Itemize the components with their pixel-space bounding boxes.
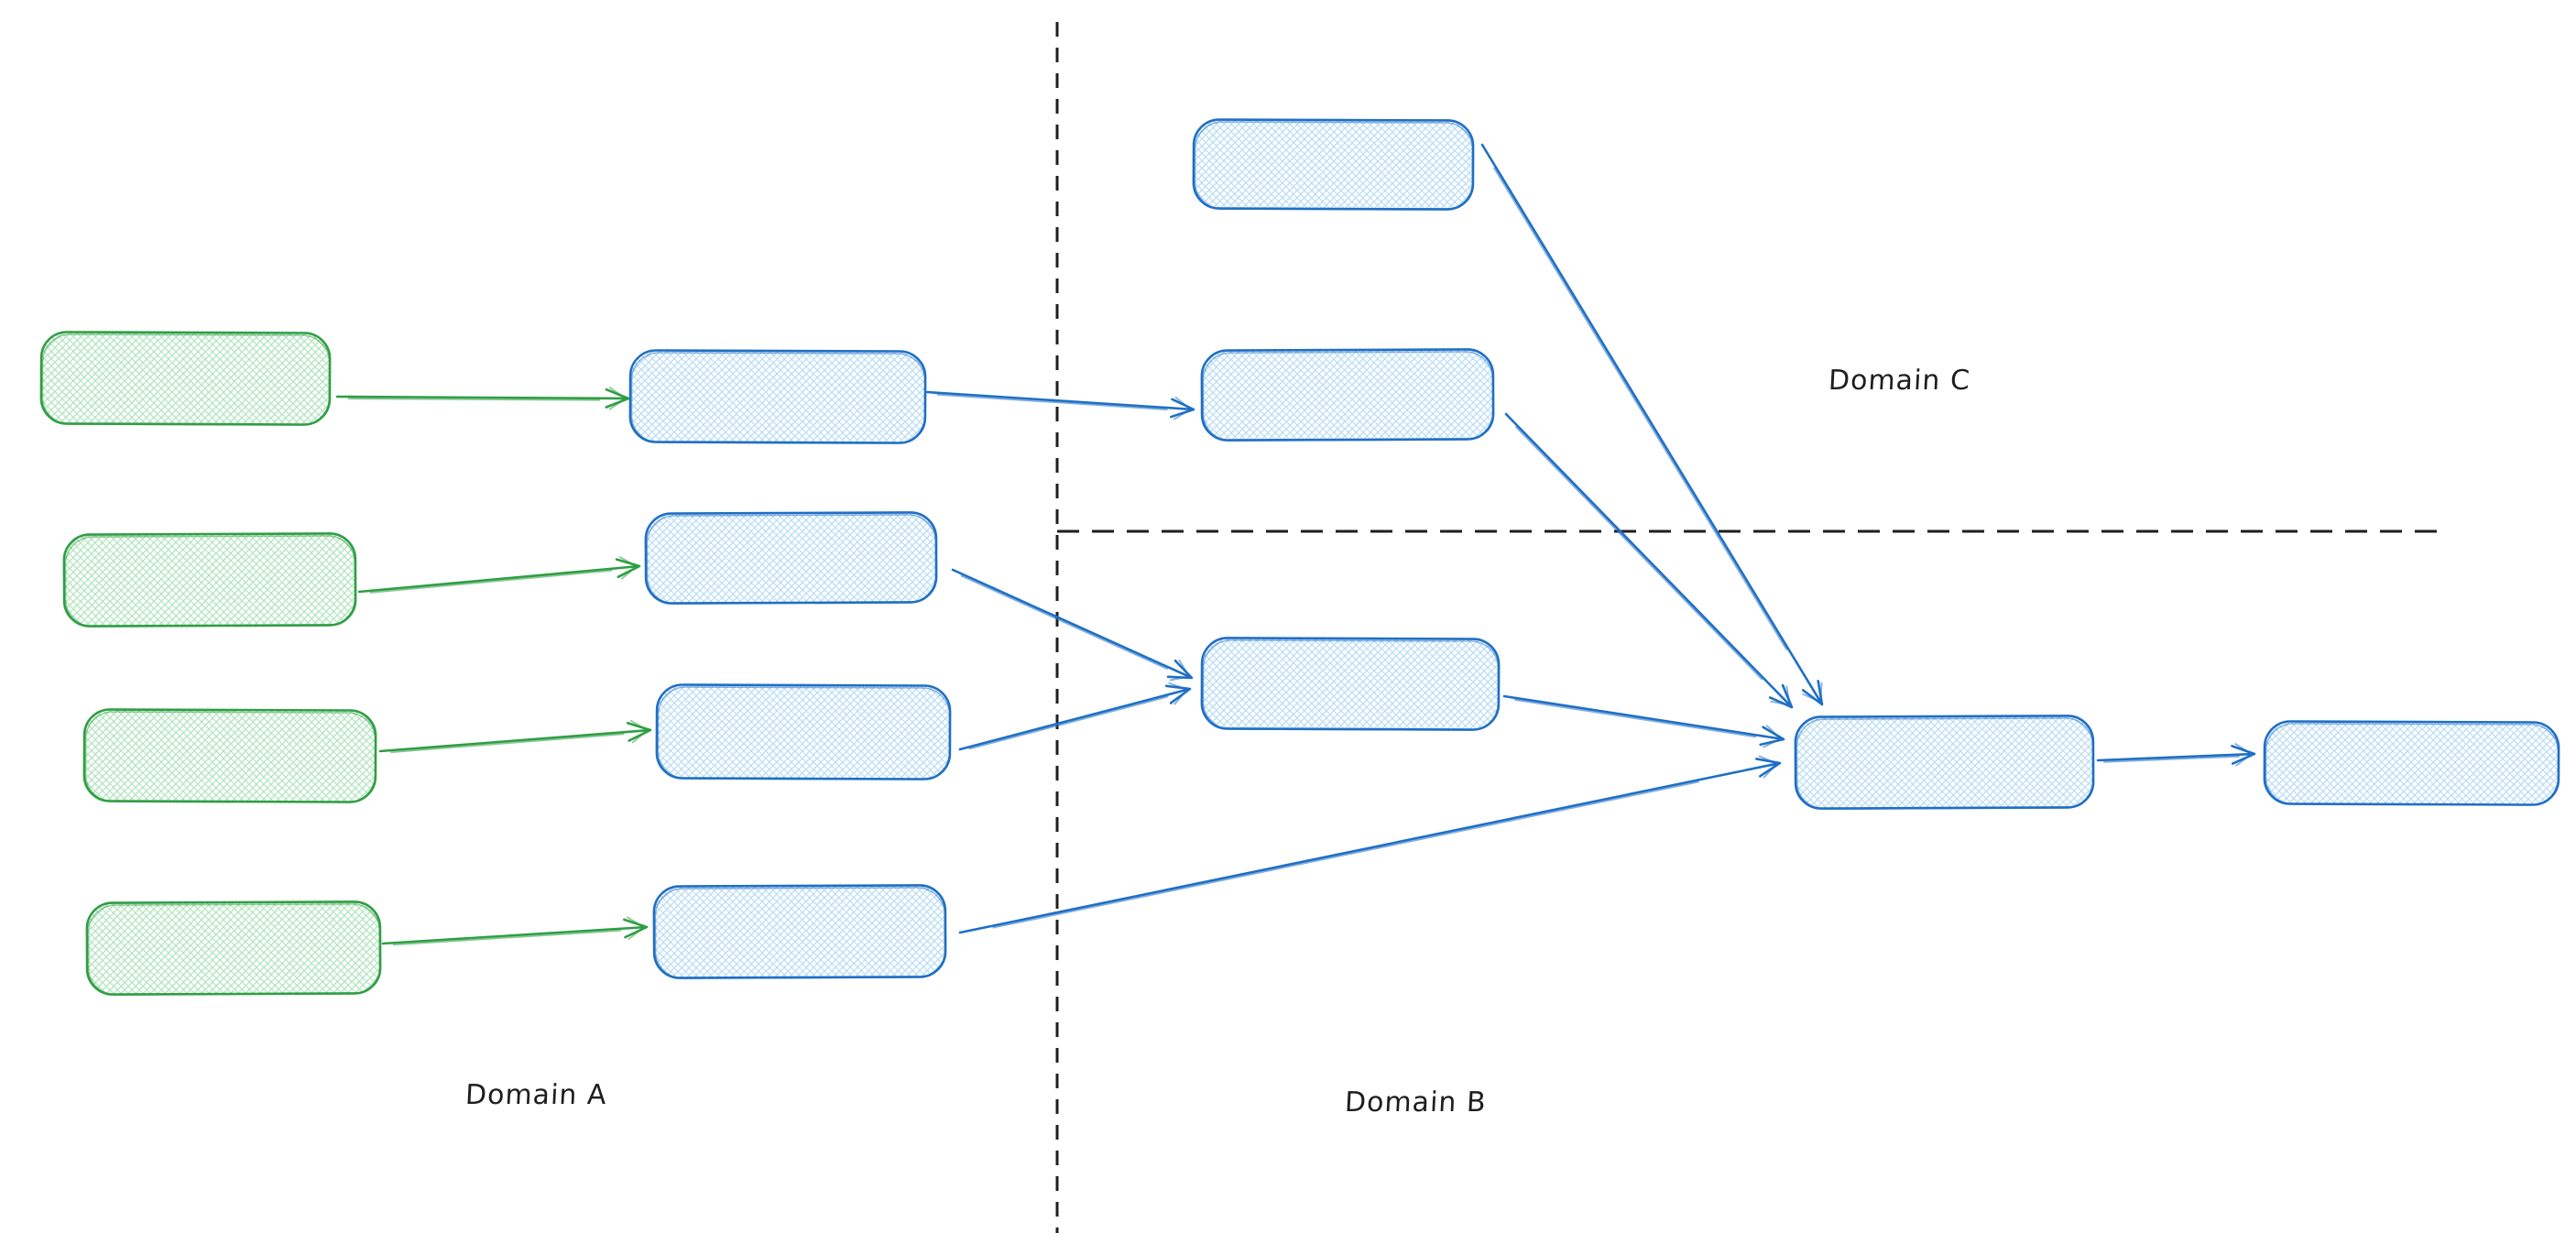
arrow-source4-to-stage4-head-sketch [627, 916, 645, 940]
domain-a-stage-2-shape[interactable] [644, 511, 938, 605]
domain-a-source-1-shape[interactable] [39, 331, 332, 426]
arrow-source2-to-stage2[interactable] [357, 556, 641, 594]
domain-c-input-2-shape[interactable] [1200, 348, 1495, 442]
domain-a-label[interactable]: Domain A [464, 1079, 608, 1111]
arrow-hub-to-output[interactable] [2096, 743, 2256, 767]
domain-b-output-shape[interactable] [2263, 720, 2560, 806]
domain-b-merge-shape[interactable] [1200, 637, 1501, 731]
arrow-merge-to-hub[interactable] [1502, 694, 1785, 748]
domain-c-input-2[interactable] [1200, 348, 1495, 442]
domain-a-source-1-sketch-stroke [41, 333, 331, 426]
domain-a-stage-4[interactable] [652, 884, 947, 979]
arrow-merge-to-hub-head-sketch [1763, 725, 1782, 748]
domain-c-input-2-sketch-stroke [1202, 351, 1494, 442]
domain-a-stage-1[interactable] [628, 349, 927, 444]
domain-b-merge[interactable] [1200, 637, 1501, 731]
domain-b-label[interactable]: Domain B [1344, 1086, 1488, 1119]
arrow-cinput2-to-hub-head [1768, 683, 1794, 709]
arrow-source1-to-stage1-head-sketch [608, 387, 627, 410]
arrow-source1-to-stage1[interactable] [335, 387, 630, 410]
domain-c-label[interactable]: Domain C [1828, 365, 1971, 397]
domain-b-output[interactable] [2263, 720, 2560, 806]
domain-a-source-2-shape[interactable] [62, 532, 357, 628]
domain-a-stage-3-sketch-stroke [657, 686, 951, 780]
arrow-merge-to-hub-head [1759, 726, 1785, 747]
domain-a-stage-3[interactable] [655, 683, 952, 780]
domain-a-source-3-shape[interactable] [82, 708, 377, 803]
domain-b-merge-sketch-stroke [1202, 639, 1500, 731]
arrow-cinput1-to-hub[interactable] [1480, 143, 1824, 706]
domain-c-input-1-shape[interactable] [1192, 118, 1475, 211]
arrow-source3-to-stage3[interactable] [378, 719, 652, 754]
domain-a-stage-2-sketch-stroke [646, 514, 937, 605]
arrow-cinput2-to-hub-head-sketch [1770, 685, 1791, 706]
arrow-stage4-to-hub[interactable] [958, 755, 1782, 934]
domain-a-source-1[interactable] [39, 331, 332, 426]
arrow-stage4-to-hub-head-sketch [1758, 755, 1778, 779]
arrow-stage1-to-cinput2-head [1169, 398, 1195, 419]
domain-b-hub-sketch-stroke [1796, 717, 2094, 810]
arrow-source2-to-stage2-head [615, 558, 641, 579]
arrow-cinput1-to-hub-head-sketch [1802, 682, 1823, 704]
arrow-stage3-to-merge-head-sketch [1168, 682, 1188, 705]
arrow-source3-to-stage3-head-sketch [629, 719, 649, 744]
arrow-cinput1-to-hub-head [1801, 680, 1824, 706]
domain-a-stage-4-shape[interactable] [652, 884, 947, 979]
domain-a-source-2[interactable] [62, 532, 357, 628]
arrow-hub-to-output-head-sketch [2234, 743, 2253, 767]
domain-a-stage-1-sketch-stroke [630, 352, 926, 444]
arrow-source4-to-stage4[interactable] [381, 916, 649, 946]
domain-a-source-4-shape[interactable] [85, 900, 382, 996]
arrow-stage1-to-cinput2-head-sketch [1173, 396, 1192, 420]
domain-c-input-1-sketch-stroke [1194, 121, 1474, 211]
arrow-stage3-to-merge-head [1164, 684, 1192, 704]
domain-a-source-3-sketch-stroke [84, 711, 377, 803]
arrow-source4-to-stage4-head [623, 918, 649, 939]
arrow-source1-to-stage1-head [605, 387, 630, 409]
arrow-stage4-to-hub-head [1755, 758, 1782, 778]
domain-a-source-3[interactable] [82, 708, 377, 803]
domain-a-source-4[interactable] [85, 900, 382, 996]
domain-a-source-4-sketch-stroke [87, 903, 381, 996]
domain-b-hub-shape[interactable] [1794, 715, 2095, 810]
arrow-stage2-to-merge-head [1166, 659, 1194, 680]
arrow-stage3-to-merge[interactable] [958, 682, 1192, 751]
arrow-source3-to-stage3-head [626, 721, 652, 742]
domain-a-stage-1-shape[interactable] [628, 349, 927, 444]
arrow-stage2-to-merge[interactable] [951, 568, 1194, 682]
domain-c-input-1[interactable] [1192, 118, 1475, 211]
domain-a-stage-2[interactable] [644, 511, 938, 605]
domain-b-output-sketch-stroke [2265, 723, 2560, 806]
arrow-stage2-to-merge-head-sketch [1169, 659, 1191, 682]
arrow-stage1-to-cinput2[interactable] [925, 390, 1195, 420]
domain-a-source-2-sketch-stroke [64, 535, 356, 628]
arrow-cinput2-to-hub[interactable] [1504, 412, 1794, 709]
domain-a-stage-3-shape[interactable] [655, 683, 952, 780]
arrow-source2-to-stage2-head-sketch [618, 556, 638, 580]
arrow-hub-to-output-head [2231, 745, 2256, 765]
domain-b-hub[interactable] [1794, 715, 2095, 810]
domain-a-stage-4-sketch-stroke [654, 887, 946, 979]
